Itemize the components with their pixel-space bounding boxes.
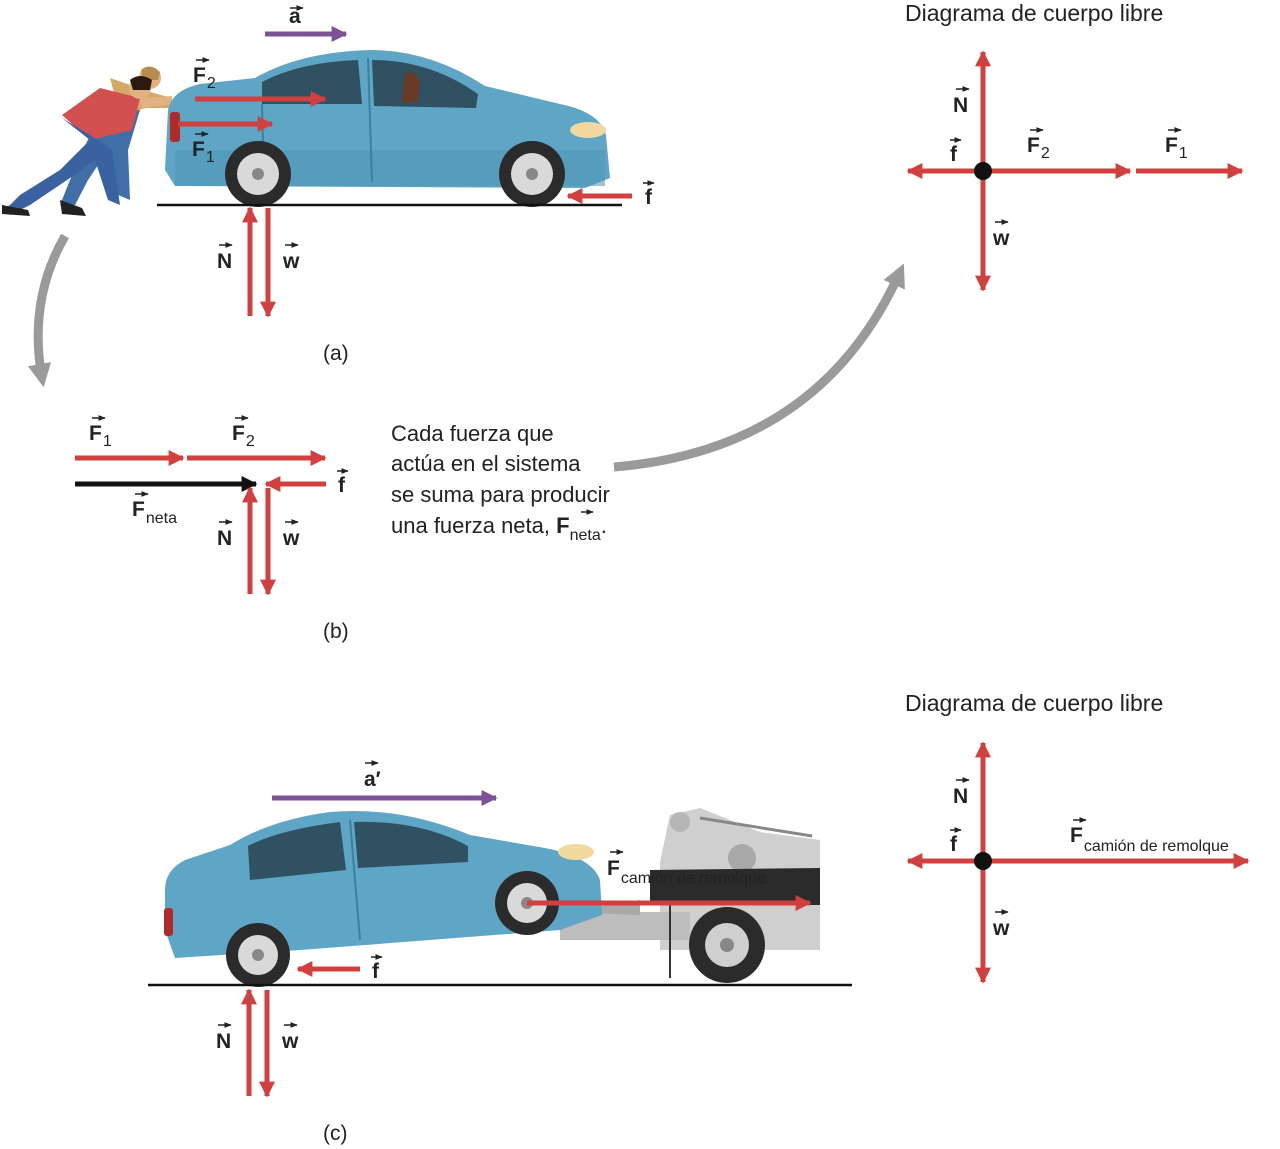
svg-text:w: w <box>282 527 300 550</box>
fbd-title-top: Diagrama de cuerpo libre <box>905 0 1163 26</box>
friction-label-b: f <box>337 468 349 497</box>
car-icon <box>165 50 610 207</box>
fbd-normal-label: N <box>953 86 970 117</box>
fbd-friction-label: f <box>950 827 962 856</box>
weight-label: w <box>282 242 300 273</box>
svg-text:Fcamión de remolque: Fcamión de remolque <box>1070 824 1229 855</box>
fbd-friction-label: f <box>950 137 962 166</box>
fbd-title-bottom: Diagrama de cuerpo libre <box>905 690 1163 716</box>
net-force-label: Fneta <box>132 491 177 527</box>
svg-text:w: w <box>281 1030 299 1053</box>
svg-text:se suma para producir: se suma para producir <box>391 482 610 507</box>
svg-text:Fcamión de remolque: Fcamión de remolque <box>607 857 766 887</box>
svg-text:F1: F1 <box>1165 134 1188 162</box>
svg-text:N: N <box>216 1030 231 1053</box>
friction-label: f <box>643 180 655 209</box>
panel-c: a′ Fcamión de remolque f N w (c) <box>148 760 852 1145</box>
svg-text:F2: F2 <box>1027 134 1050 162</box>
force-f1-label: F1 <box>192 131 215 166</box>
svg-text:actúa en el sistema: actúa en el sistema <box>391 451 581 476</box>
tow-force-label: Fcamión de remolque <box>607 849 766 887</box>
fbd-weight-label: w <box>992 219 1010 250</box>
caption-c: (c) <box>323 1122 348 1145</box>
svg-text:Fneta: Fneta <box>132 498 177 527</box>
force-f2-label: F2 <box>193 57 216 92</box>
svg-text:F1: F1 <box>192 138 215 166</box>
weight-label-b: w <box>282 519 300 550</box>
normal-force-label-b: N <box>217 519 233 550</box>
svg-text:f: f <box>372 960 380 983</box>
fbd-tow-label: Fcamión de remolque <box>1070 817 1229 855</box>
svg-text:F2: F2 <box>232 422 255 450</box>
svg-text:a′: a′ <box>364 768 381 791</box>
force-f2-label-b: F2 <box>232 415 255 450</box>
force-f1-label-b: F1 <box>89 415 112 450</box>
normal-force-label: N <box>217 242 233 273</box>
friction-label-c: f <box>371 954 383 983</box>
weight-label-c: w <box>281 1022 299 1053</box>
fbd-point-mass <box>974 162 992 180</box>
caption-b: (b) <box>323 620 349 643</box>
svg-text:a: a <box>289 5 301 28</box>
svg-text:Cada fuerza que: Cada fuerza que <box>391 421 554 446</box>
svg-text:f: f <box>338 474 346 497</box>
svg-text:N: N <box>953 94 968 117</box>
svg-text:F1: F1 <box>89 422 112 450</box>
people-pushing-icon <box>2 66 172 216</box>
normal-force-label-c: N <box>216 1022 232 1053</box>
fbd-normal-label: N <box>953 777 970 808</box>
explanation-text: Cada fuerza que actúa en el sistema se s… <box>391 421 610 544</box>
panel-b: F1 F2 Fneta f N w (b) <box>75 415 349 643</box>
svg-text:N: N <box>953 785 968 808</box>
svg-text:una fuerza neta, Fneta.: una fuerza neta, Fneta. <box>391 513 607 544</box>
fbd-point-mass <box>974 852 992 870</box>
svg-text:w: w <box>992 917 1010 940</box>
svg-text:N: N <box>217 527 232 550</box>
acceleration-label: a <box>289 5 304 28</box>
free-body-diagram-bottom: Diagrama de cuerpo libre N f Fcamión de … <box>905 690 1250 984</box>
flow-arrow-a-to-b <box>28 233 69 388</box>
flow-arrow-b-to-fbd <box>613 263 905 472</box>
free-body-diagram-top: Diagrama de cuerpo libre N f F2 F1 w <box>905 0 1244 292</box>
svg-text:w: w <box>992 227 1010 250</box>
svg-text:F2: F2 <box>193 64 216 92</box>
fbd-f2-label: F2 <box>1027 127 1050 162</box>
svg-text:w: w <box>282 250 300 273</box>
svg-text:f: f <box>645 186 653 209</box>
fbd-weight-label: w <box>992 909 1010 940</box>
panel-a: a F2 F1 f N w (a) <box>2 5 655 365</box>
car-icon <box>164 810 602 987</box>
caption-a: (a) <box>323 342 349 365</box>
fbd-f1-label: F1 <box>1165 127 1188 162</box>
acceleration-prime-label: a′ <box>364 760 381 791</box>
svg-text:f: f <box>950 143 958 166</box>
svg-text:f: f <box>950 833 958 856</box>
svg-text:N: N <box>217 250 232 273</box>
